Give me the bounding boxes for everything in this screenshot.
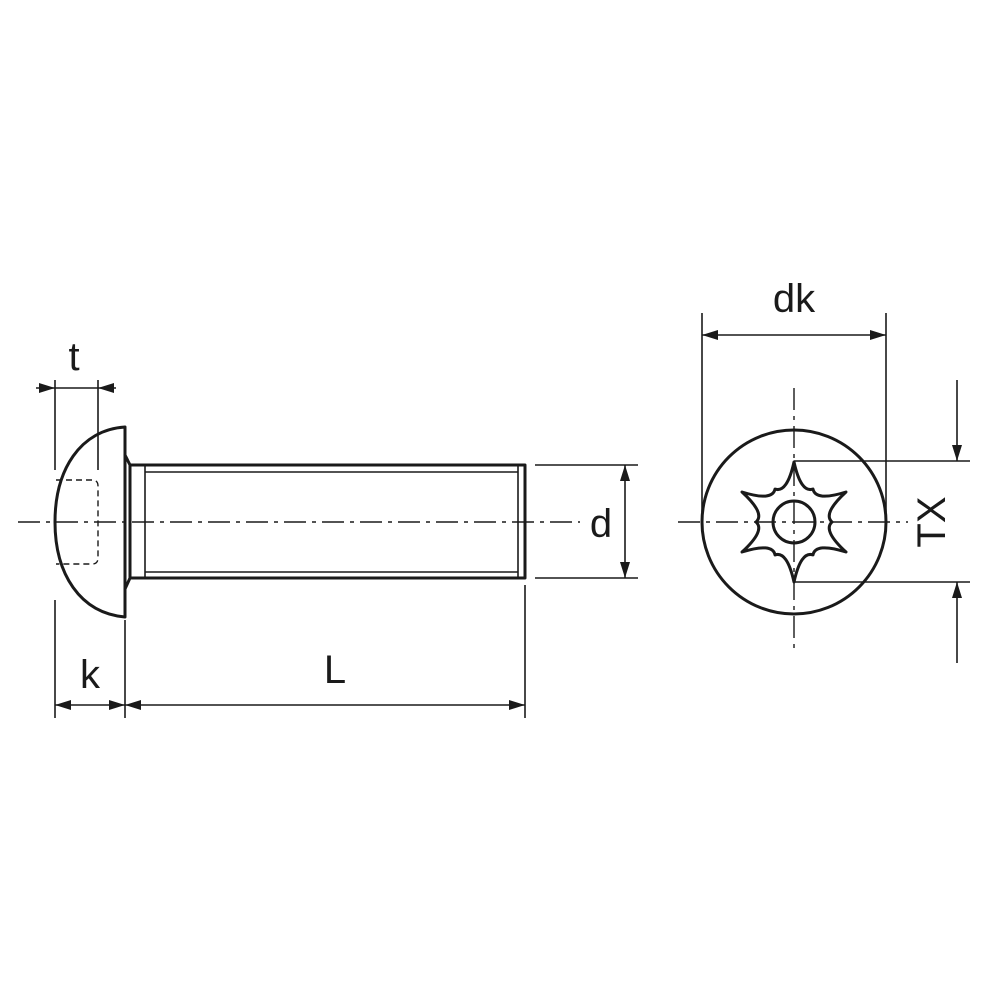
- side-view: [18, 425, 580, 619]
- d-arrow-bottom: [620, 562, 630, 578]
- dimension-dk: dk: [701, 277, 887, 512]
- dimension-d: d: [535, 464, 638, 579]
- dk-arrow-left: [702, 330, 718, 340]
- dimension-k: k: [54, 600, 126, 718]
- t-arrow-right: [98, 383, 114, 393]
- label-dk: dk: [773, 277, 816, 321]
- dimension-t: t: [36, 335, 116, 470]
- TX-arrow-bottom: [952, 582, 962, 598]
- TX-arrow-top: [952, 445, 962, 461]
- dimension-TX: TX: [794, 380, 970, 663]
- L-arrow-left: [125, 700, 141, 710]
- t-arrow-left: [39, 383, 55, 393]
- dk-arrow-right: [870, 330, 886, 340]
- label-k: k: [80, 653, 101, 697]
- label-t: t: [68, 335, 79, 379]
- dimension-L: L: [125, 585, 526, 718]
- k-arrow-left: [55, 700, 71, 710]
- head-outer-circle: [700, 428, 888, 616]
- d-arrow-top: [620, 465, 630, 481]
- label-TX: TX: [910, 496, 954, 547]
- label-d: d: [590, 502, 612, 546]
- screw-shank: [128, 463, 527, 580]
- label-L: L: [324, 648, 346, 692]
- end-view: [678, 388, 908, 652]
- k-arrow-right: [109, 700, 125, 710]
- head-neck-top: [123, 453, 132, 467]
- security-pin: [771, 499, 817, 545]
- hidden-socket: [56, 479, 99, 565]
- L-arrow-right: [509, 700, 525, 710]
- head-neck-bottom: [123, 576, 132, 591]
- screw-head: [53, 425, 127, 619]
